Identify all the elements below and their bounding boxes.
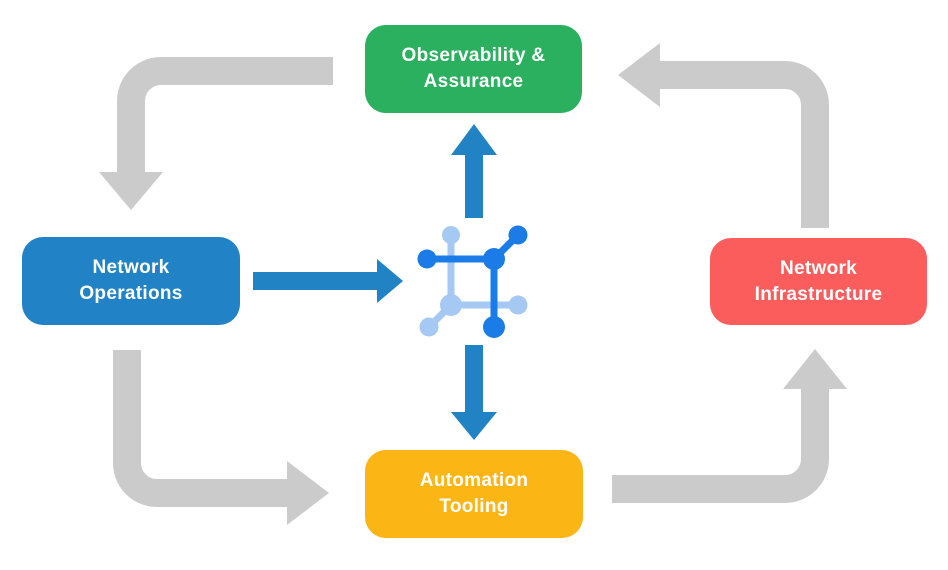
arrow-operations-to-center bbox=[253, 259, 403, 303]
arrow-head-right-icon bbox=[377, 259, 403, 303]
arrow-head-down-icon bbox=[451, 412, 497, 440]
node-network-operations: Network Operations bbox=[22, 237, 240, 325]
arrow-shaft bbox=[117, 57, 333, 174]
arrow-shaft bbox=[253, 272, 377, 290]
node-label-line: Infrastructure bbox=[754, 283, 883, 305]
node-label-line: Network bbox=[779, 257, 858, 279]
icon-node bbox=[508, 295, 528, 315]
icon-node bbox=[483, 316, 505, 338]
arrow-shaft bbox=[465, 345, 483, 412]
network-icon-dark-nodes bbox=[417, 225, 528, 338]
icon-node bbox=[442, 226, 460, 244]
node-observability-assurance: Observability & Assurance bbox=[365, 25, 582, 113]
arrow-head-left-icon bbox=[618, 43, 660, 107]
arrow-shaft bbox=[660, 61, 829, 228]
node-label-line: Tooling bbox=[439, 496, 509, 517]
icon-node bbox=[483, 248, 505, 270]
icon-node bbox=[440, 294, 462, 316]
node-label-line: Observability & bbox=[401, 45, 546, 66]
arrow-operations-to-tooling bbox=[113, 350, 329, 525]
network-icon-light-nodes bbox=[419, 226, 528, 337]
arrow-shaft bbox=[465, 155, 483, 218]
arrow-center-to-observability bbox=[451, 124, 497, 218]
network-platform-icon bbox=[417, 225, 528, 338]
icon-node bbox=[419, 317, 439, 337]
arrow-shaft bbox=[612, 389, 829, 503]
arrow-head-up-icon bbox=[783, 349, 847, 389]
node-network-infrastructure: Network Infrastructure bbox=[710, 238, 927, 325]
node-label-line: Operations bbox=[79, 283, 183, 304]
icon-node bbox=[508, 225, 528, 245]
arrow-infrastructure-to-observability bbox=[618, 43, 829, 228]
arrow-head-down-icon bbox=[99, 172, 163, 210]
arrow-tooling-to-infrastructure bbox=[612, 349, 847, 503]
icon-node bbox=[417, 249, 437, 269]
node-automation-tooling: Automation Tooling bbox=[365, 450, 583, 538]
node-label-line: Assurance bbox=[423, 71, 524, 92]
arrow-center-to-tooling bbox=[451, 345, 497, 440]
node-label-line: Automation bbox=[419, 470, 529, 491]
arrow-head-right-icon bbox=[287, 461, 329, 525]
arrow-observability-to-operations bbox=[99, 57, 333, 210]
node-label-line: Network bbox=[92, 257, 170, 278]
arrow-head-up-icon bbox=[451, 124, 497, 155]
arrow-shaft bbox=[113, 350, 287, 507]
